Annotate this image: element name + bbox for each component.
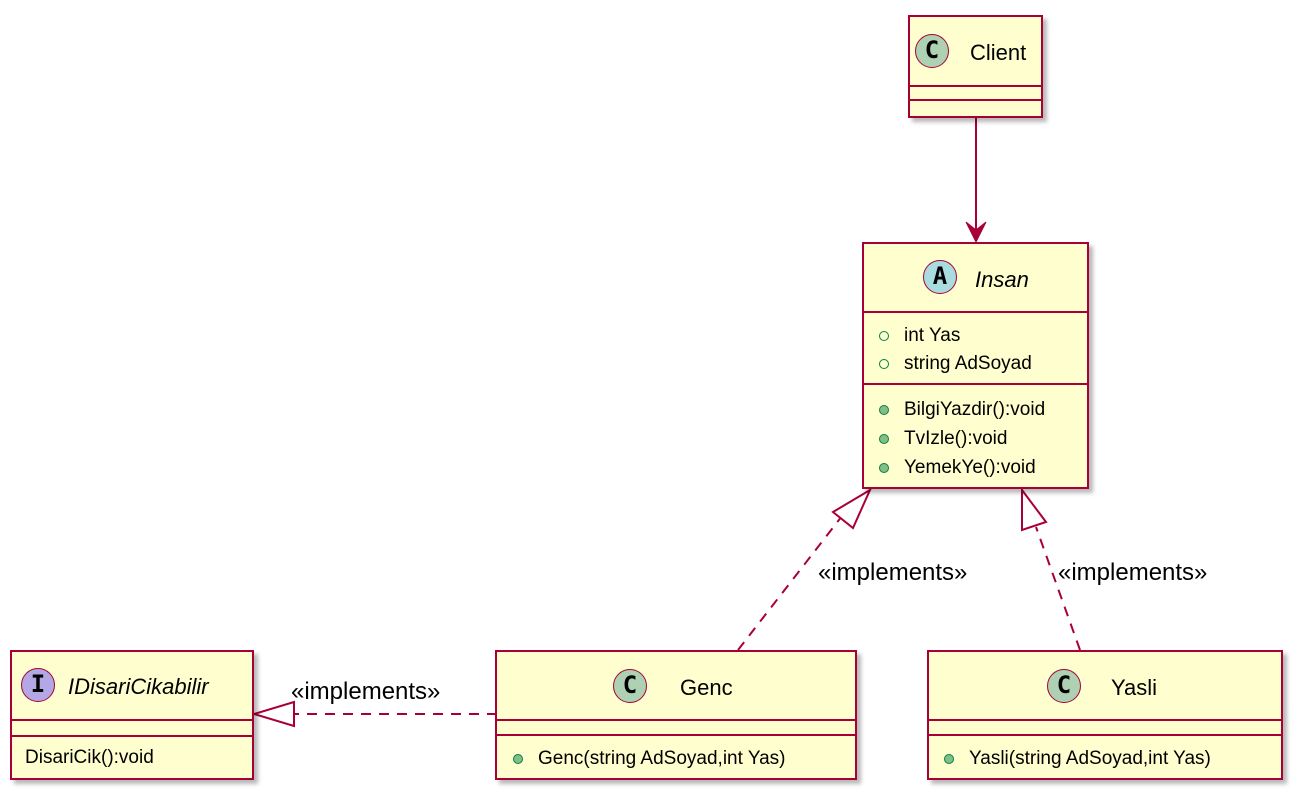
methods-section: DisariCik():void	[12, 737, 252, 778]
method-item: Genc(string AdSoyad,int Yas)	[538, 748, 786, 769]
interface-badge-icon: I	[21, 668, 55, 702]
public-method-icon	[879, 463, 889, 473]
class-name: Insan	[975, 267, 1029, 292]
class-badge-icon: C	[1047, 669, 1081, 703]
association-arrowhead	[965, 221, 987, 244]
yasli-insan-realization	[1035, 526, 1081, 651]
class-name: Client	[970, 40, 1027, 65]
class-name: Genc	[680, 675, 733, 700]
method-item: Yasli(string AdSoyad,int Yas)	[969, 748, 1211, 769]
public-method-icon	[513, 754, 523, 764]
class-insan[interactable]: A Insan int Yas string AdSoyad BilgiYazd…	[862, 242, 1089, 489]
fields-section	[929, 721, 1281, 736]
class-genc[interactable]: C Genc Genc(string AdSoyad,int Yas)	[495, 650, 857, 780]
fields-section	[910, 87, 1041, 101]
abstract-badge-icon: A	[923, 260, 957, 294]
interface-name: IDisariCikabilir	[68, 674, 209, 699]
method-item: DisariCik():void	[25, 747, 154, 768]
public-method-icon	[944, 754, 954, 764]
yasli-insan-label: «implements»	[1058, 559, 1208, 586]
method-item: YemekYe():void	[904, 457, 1036, 478]
methods-section: Yasli(string AdSoyad,int Yas)	[929, 736, 1281, 778]
public-field-icon	[879, 331, 889, 341]
yasli-insan-triangle	[1021, 487, 1048, 532]
interface-idisaricikabilir[interactable]: I IDisariCikabilir DisariCik():void	[10, 650, 254, 780]
class-badge-icon: C	[613, 669, 647, 703]
fields-section: int Yas string AdSoyad	[864, 313, 1087, 385]
class-badge-icon: C	[915, 34, 949, 68]
public-method-icon	[879, 405, 889, 415]
method-item: TvIzle():void	[904, 428, 1008, 449]
methods-section: Genc(string AdSoyad,int Yas)	[497, 736, 855, 778]
class-yasli[interactable]: C Yasli Yasli(string AdSoyad,int Yas)	[927, 650, 1283, 780]
class-client[interactable]: C Client	[908, 15, 1043, 118]
methods-section: BilgiYazdir():void TvIzle():void YemekYe…	[864, 385, 1087, 487]
fields-section	[497, 721, 855, 736]
field-item: int Yas	[904, 325, 961, 346]
field-item: string AdSoyad	[904, 353, 1032, 374]
fields-section	[12, 721, 252, 737]
public-field-icon	[879, 359, 889, 369]
genc-idisari-triangle	[250, 700, 295, 728]
method-item: BilgiYazdir():void	[904, 399, 1046, 420]
methods-section	[910, 101, 1041, 116]
public-method-icon	[879, 434, 889, 444]
genc-idisari-label: «implements»	[291, 678, 441, 705]
class-name: Yasli	[1111, 675, 1158, 700]
genc-insan-triangle	[831, 487, 873, 530]
genc-insan-label: «implements»	[818, 559, 968, 586]
